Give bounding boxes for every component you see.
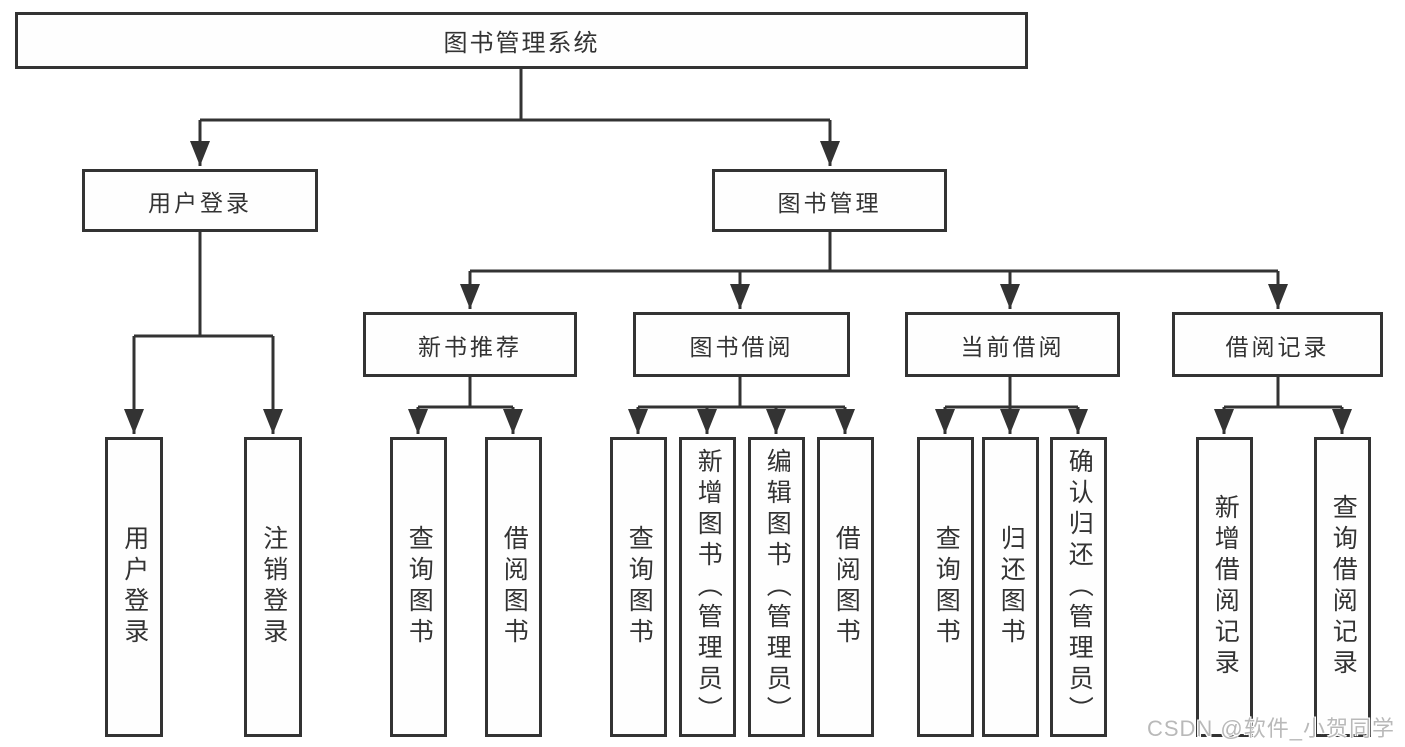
node-current-borrowing: 当前借阅 bbox=[905, 312, 1120, 377]
leaf-query-books-3: 查询图书 bbox=[917, 437, 974, 737]
connector-paths bbox=[124, 69, 1352, 434]
node-library-management-system: 图书管理系统 bbox=[15, 12, 1028, 69]
node-book-borrowing: 图书借阅 bbox=[633, 312, 850, 377]
leaf-add-borrow-record: 新增借阅记录 bbox=[1196, 437, 1253, 737]
csdn-watermark: CSDN @软件_小贺同学 bbox=[1146, 716, 1395, 741]
leaf-logout: 注销登录 bbox=[244, 437, 302, 737]
leaf-edit-book-admin: 编辑图书（管理员） bbox=[748, 437, 805, 737]
node-book-management: 图书管理 bbox=[712, 169, 947, 232]
leaf-add-book-admin: 新增图书（管理员） bbox=[679, 437, 736, 737]
leaf-borrow-books-2: 借阅图书 bbox=[817, 437, 874, 737]
leaf-borrow-books-1: 借阅图书 bbox=[485, 437, 542, 737]
leaf-query-books-1: 查询图书 bbox=[390, 437, 447, 737]
node-user-login: 用户登录 bbox=[82, 169, 318, 232]
node-borrowing-records: 借阅记录 bbox=[1172, 312, 1383, 377]
node-new-book-recommend: 新书推荐 bbox=[363, 312, 577, 377]
leaf-query-borrow-record: 查询借阅记录 bbox=[1314, 437, 1371, 737]
leaf-query-books-2: 查询图书 bbox=[610, 437, 667, 737]
leaf-return-book: 归还图书 bbox=[982, 437, 1039, 737]
leaf-user-login: 用户登录 bbox=[105, 437, 163, 737]
leaf-confirm-return-admin: 确认归还（管理员） bbox=[1050, 437, 1107, 737]
